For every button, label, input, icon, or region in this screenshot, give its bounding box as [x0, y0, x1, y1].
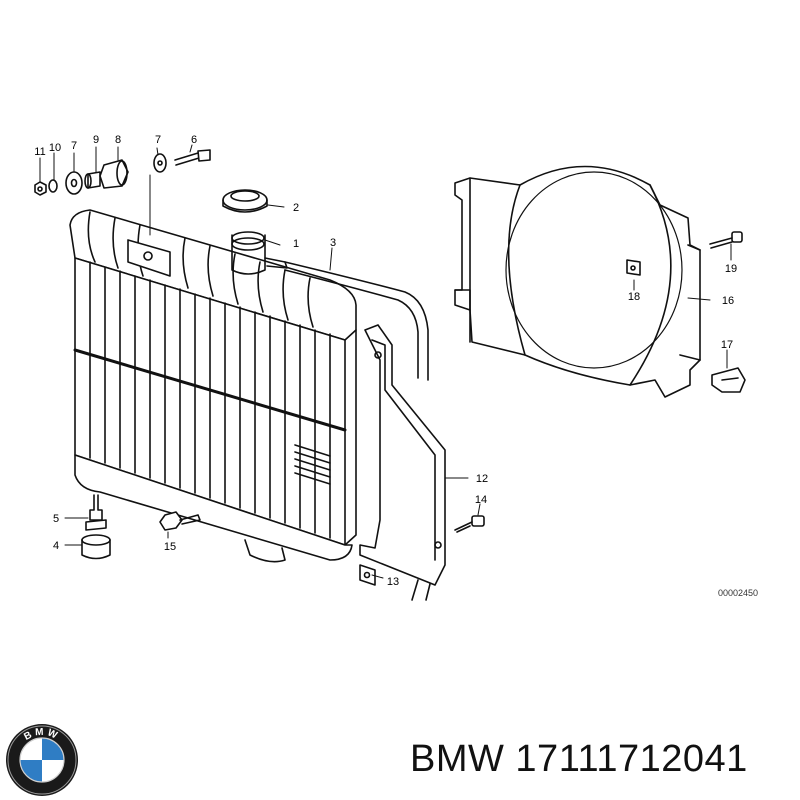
callout-13: 13 — [387, 576, 399, 588]
callout-1: 1 — [293, 238, 299, 250]
callout-3: 3 — [330, 237, 336, 249]
radiator — [69, 209, 357, 563]
screw-19 — [709, 231, 743, 249]
fan-shroud — [454, 165, 701, 398]
callout-labels: 1 2 3 4 5 6 7 8 9 7 10 11 12 13 14 15 16… — [34, 134, 758, 598]
part-number-title: BMW 17111712041 — [410, 738, 748, 780]
callout-6: 6 — [191, 134, 197, 146]
drain-plug — [159, 511, 201, 531]
callout-12: 12 — [476, 473, 488, 485]
callout-7-right: 7 — [155, 134, 161, 146]
callout-14: 14 — [475, 494, 487, 506]
mount-hardware-upper — [34, 149, 211, 196]
clip-18 — [626, 259, 641, 276]
callout-5: 5 — [53, 513, 59, 525]
callout-17: 17 — [721, 339, 733, 351]
callout-18: 18 — [628, 291, 640, 303]
callout-11: 11 — [34, 146, 45, 158]
diagram-reference-code: 00002450 — [718, 588, 758, 598]
callout-10: 10 — [49, 142, 61, 154]
svg-text:BMW: BMW — [22, 727, 61, 743]
callout-9: 9 — [93, 134, 99, 146]
overflow-hose — [284, 261, 429, 381]
radiator-cap — [222, 189, 268, 213]
leader-lines — [39, 144, 732, 579]
bmw-logo: BMW — [6, 724, 78, 796]
callout-19: 19 — [725, 263, 737, 275]
screw-14 — [454, 515, 485, 533]
callout-4: 4 — [53, 540, 59, 552]
callout-7-left: 7 — [71, 140, 77, 152]
callout-2: 2 — [293, 202, 299, 214]
clip-17 — [711, 367, 746, 393]
callout-15: 15 — [164, 541, 176, 553]
callout-16: 16 — [722, 295, 734, 307]
lower-mount — [81, 494, 111, 560]
side-bracket — [359, 324, 446, 601]
bracket-clip — [359, 564, 376, 586]
callout-8: 8 — [115, 134, 121, 146]
